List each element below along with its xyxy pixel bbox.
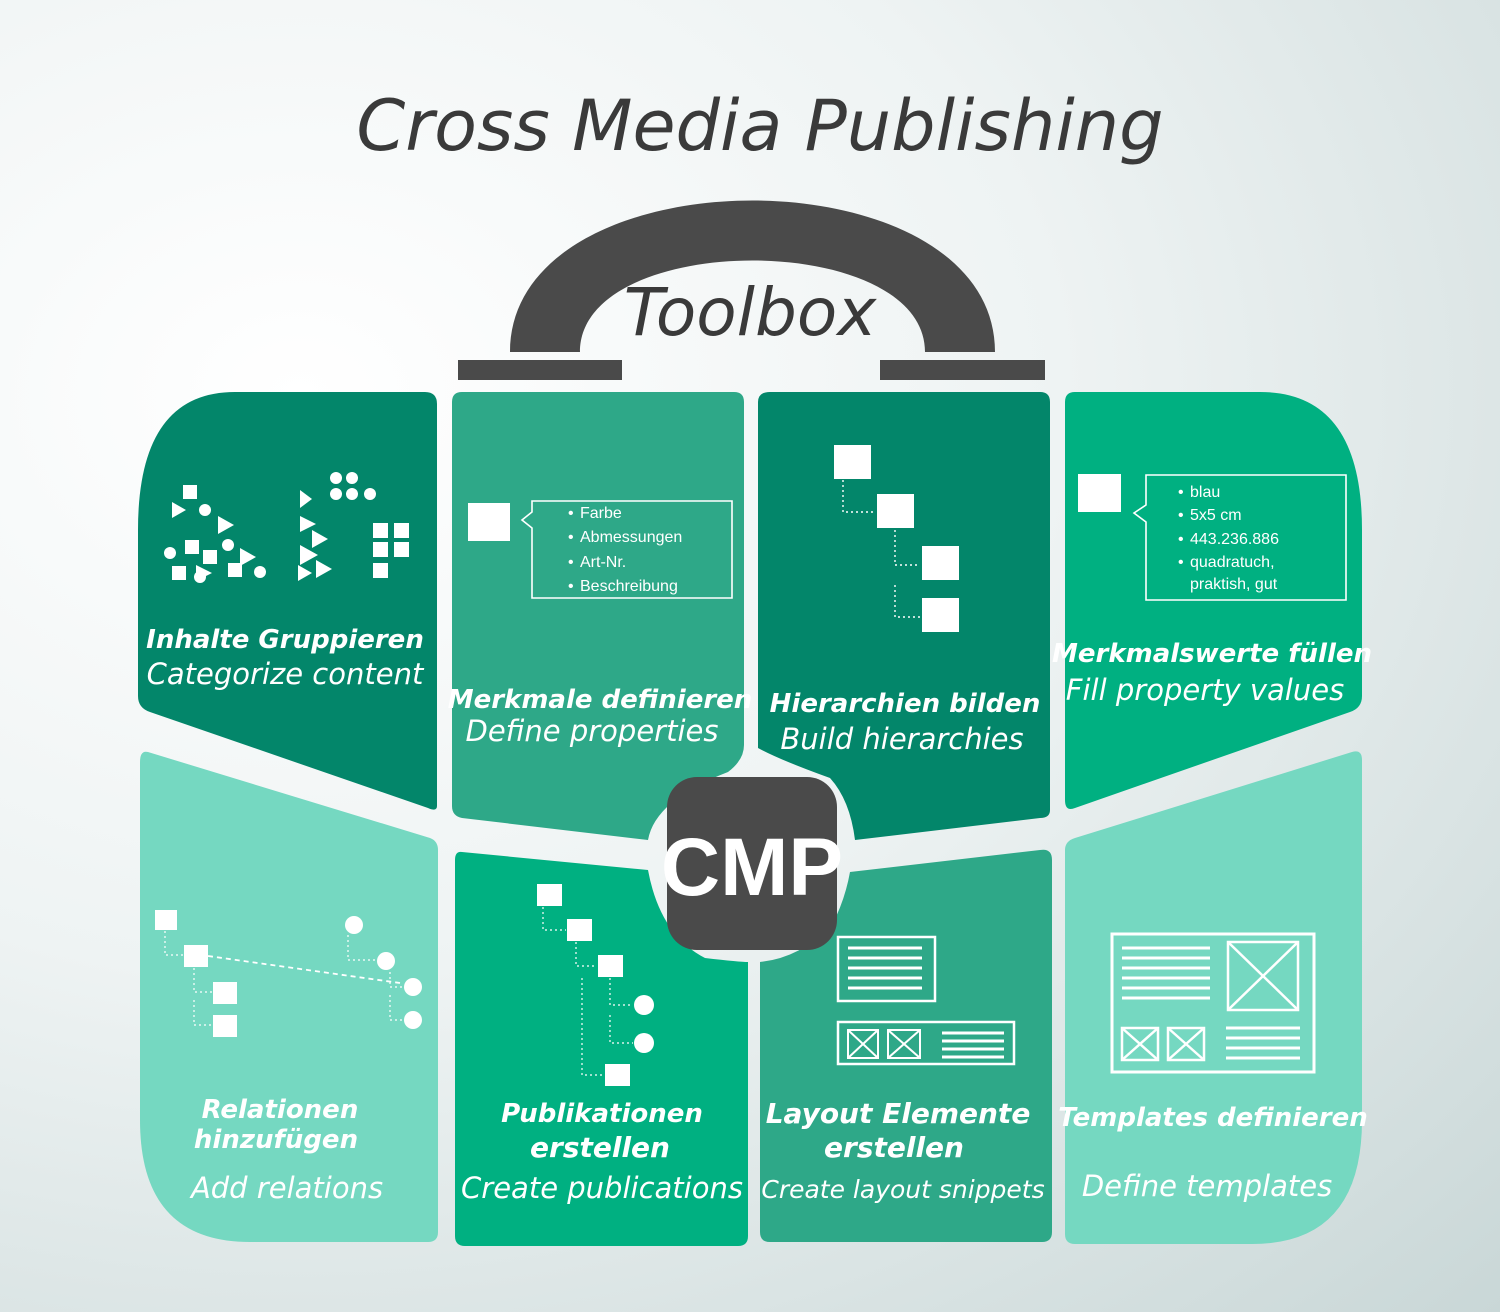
property-icon	[468, 500, 733, 599]
tile-6-subtitle: Create publications	[461, 1171, 743, 1205]
svg-text:•: •	[568, 505, 574, 522]
tile-8-title: Templates definieren	[1058, 1103, 1368, 1133]
template-icon	[1110, 932, 1316, 1074]
publication-icon	[537, 884, 654, 1086]
property-item-4: Beschreibung	[580, 578, 678, 595]
tile-5-title-line1: Relationen	[202, 1095, 359, 1125]
tile-3-subtitle: Build hierarchies	[780, 722, 1023, 756]
toolbox-handle	[458, 200, 1045, 380]
tile-7-title-line1: Layout Elemente	[766, 1097, 1031, 1130]
cmp-badge-label: CMP	[661, 822, 843, 913]
property-values-list: •blau •5x5 cm •443.236.886 •quadratuch, …	[1178, 484, 1279, 593]
svg-text:•: •	[568, 554, 574, 571]
tile-2-title: Merkmale definieren	[448, 685, 753, 715]
tile-inhalte-gruppieren	[138, 392, 437, 810]
property-item-3: Art-Nr.	[580, 554, 626, 571]
property-values-icon	[1078, 474, 1347, 601]
tile-hierarchien-bilden	[758, 392, 1050, 840]
svg-text:•: •	[1178, 531, 1184, 548]
tile-8-subtitle: Define templates	[1082, 1169, 1332, 1203]
value-item-5: praktish, gut	[1190, 576, 1278, 593]
property-item-2: Abmessungen	[580, 529, 682, 546]
relations-icon	[155, 910, 422, 1037]
value-item-3: 443.236.886	[1190, 531, 1279, 548]
svg-text:•: •	[1178, 507, 1184, 524]
svg-text:•: •	[1178, 484, 1184, 501]
handle-label: Toolbox	[624, 274, 878, 351]
layout-snippet-icon	[836, 935, 1016, 1066]
svg-text:•: •	[1178, 554, 1184, 571]
tile-4-subtitle: Fill property values	[1066, 673, 1344, 707]
value-item-1: blau	[1190, 484, 1220, 501]
value-item-2: 5x5 cm	[1190, 507, 1242, 524]
tile-merkmale-definieren	[452, 392, 744, 840]
tile-6-title-line1: Publikationen	[501, 1099, 703, 1129]
tile-2-subtitle: Define properties	[466, 714, 719, 748]
svg-text:•: •	[568, 578, 574, 595]
hierarchy-icon	[834, 445, 959, 632]
categorize-icon	[164, 472, 409, 583]
tile-templates-definieren	[1065, 751, 1362, 1244]
tile-4-title: Merkmalswerte füllen	[1052, 639, 1372, 669]
tile-7-title-line2: erstellen	[824, 1131, 964, 1164]
tile-6-title-line2: erstellen	[530, 1131, 670, 1164]
tile-7-subtitle: Create layout snippets	[761, 1175, 1044, 1204]
property-item-1: Farbe	[580, 505, 622, 522]
cmp-badge	[667, 777, 837, 950]
tile-1-subtitle: Categorize content	[147, 657, 425, 691]
tile-1-title: Inhalte Gruppieren	[146, 625, 424, 655]
svg-text:•: •	[568, 529, 574, 546]
tile-relationen-hinzufuegen	[140, 751, 438, 1242]
property-list: • Farbe • Abmessungen • Art-Nr. • Beschreibu…	[568, 505, 682, 595]
tile-5-subtitle: Add relations	[189, 1171, 383, 1205]
tile-publikationen-erstellen	[455, 851, 748, 1246]
value-item-4: quadratuch,	[1190, 554, 1275, 571]
tile-3-title: Hierarchien bilden	[770, 689, 1041, 719]
page-title: Cross Media Publishing	[356, 85, 1163, 167]
tile-5-title-line2: hinzufügen	[194, 1125, 358, 1155]
